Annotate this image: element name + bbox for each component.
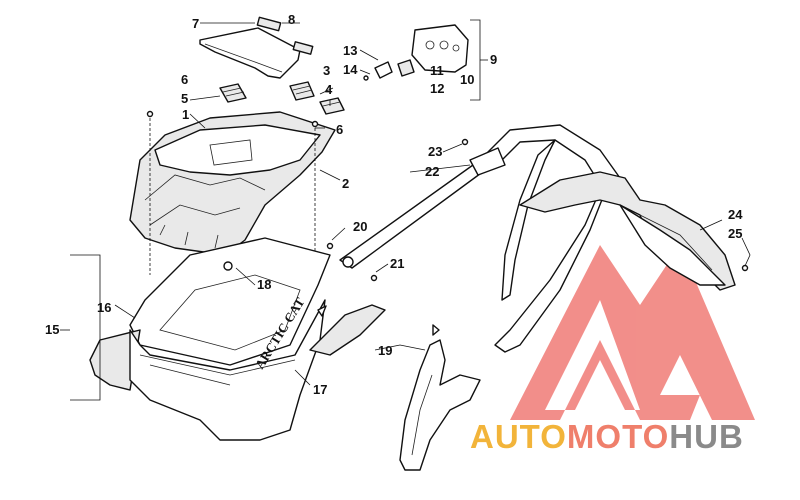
callout-6-upper: 6 [181, 72, 188, 87]
grab-bar [339, 124, 626, 353]
callout-8: 8 [288, 12, 295, 27]
callout-11: 11 [430, 63, 444, 78]
callout-labels: 1 2 3 4 5 6 6 7 8 9 10 11 12 13 14 15 16… [45, 12, 743, 397]
callout-20: 20 [353, 219, 367, 234]
callout-24: 24 [728, 207, 743, 222]
fasteners [146, 110, 749, 336]
callout-4: 4 [325, 82, 333, 97]
watermark-auto: AUTO [470, 418, 567, 455]
cover-plate [199, 16, 314, 79]
callout-16: 16 [97, 300, 111, 315]
storage-tray: ARCTIC CAT [89, 237, 331, 441]
watermark-moto: MOTO [567, 418, 669, 455]
svg-text:AUTOMOTOHUB: AUTOMOTOHUB [470, 418, 744, 455]
callout-14: 14 [343, 62, 358, 77]
seat-backrest [129, 111, 336, 256]
callout-22: 22 [425, 164, 439, 179]
logo-inner-icon [585, 375, 615, 405]
watermark-logo [510, 245, 755, 420]
callout-13: 13 [343, 43, 357, 58]
callout-2: 2 [342, 176, 349, 191]
callout-7: 7 [192, 16, 199, 31]
leader-lines [60, 19, 751, 401]
rear-fender [519, 171, 736, 291]
callout-1: 1 [182, 107, 189, 122]
callout-6-right: 6 [336, 122, 343, 137]
watermark-wordmark: AUTOMOTOHUB [470, 418, 744, 455]
taillight-assembly [363, 24, 469, 81]
logo-triangle-icon [510, 245, 755, 420]
rubber-pads [219, 81, 345, 115]
callout-12: 12 [430, 81, 444, 96]
callout-23: 23 [428, 144, 442, 159]
callout-25: 25 [728, 226, 742, 241]
callout-15: 15 [45, 322, 59, 337]
side-bracket [309, 304, 481, 471]
callout-3: 3 [323, 63, 330, 78]
callout-19: 19 [378, 343, 392, 358]
watermark-hub: HUB [669, 418, 744, 455]
callout-5: 5 [181, 91, 188, 106]
callout-9: 9 [490, 52, 497, 67]
callout-10: 10 [460, 72, 474, 87]
callout-18: 18 [257, 277, 271, 292]
callout-21: 21 [390, 256, 404, 271]
callout-17: 17 [313, 382, 327, 397]
